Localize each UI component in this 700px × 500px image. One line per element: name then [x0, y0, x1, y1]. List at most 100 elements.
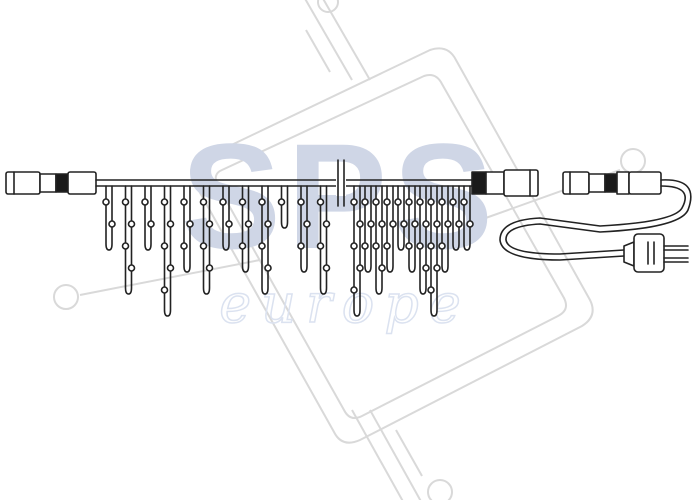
watermark-stamp: SPS europe [53, 0, 646, 500]
led-bulb [297, 242, 305, 250]
led-bulb [433, 264, 441, 272]
led-bulb [316, 198, 325, 206]
led-bulb [350, 242, 358, 250]
icicle-strand [449, 185, 463, 251]
led-bulb [405, 198, 413, 206]
icicle-strand [277, 185, 289, 229]
icicle-strand [383, 185, 397, 273]
led-bulb [356, 220, 364, 228]
led-bulb [205, 264, 214, 272]
icicle-strand [460, 185, 474, 251]
led-bulb [427, 242, 435, 250]
garland-diagram [5, 159, 692, 317]
led-bulb [350, 198, 358, 206]
led-bulb [416, 242, 424, 250]
left-end-connector [5, 171, 97, 195]
led-bulb [264, 220, 272, 228]
led-bulb [367, 220, 375, 228]
led-bulb [411, 220, 419, 228]
led-bulb [422, 220, 430, 228]
led-bulb [400, 220, 408, 228]
led-bulb [416, 198, 424, 206]
icicle-strand [438, 185, 452, 273]
led-bulb [166, 220, 175, 228]
right-female-connector [471, 169, 539, 197]
power-cord-connector [562, 171, 662, 195]
led-bulb [205, 220, 214, 228]
icicle-strand [427, 185, 441, 317]
led-bulb [438, 198, 446, 206]
icicle-strand [394, 185, 408, 251]
led-bulb [449, 198, 457, 206]
led-bulb [383, 198, 391, 206]
led-bulb [160, 286, 169, 294]
icicle-strand [238, 185, 253, 273]
icicle-strand [180, 185, 194, 273]
led-bulb [427, 286, 435, 294]
led-bulb [199, 242, 208, 250]
led-bulb [219, 198, 227, 206]
icicle-strand [258, 185, 272, 295]
led-bulb [127, 220, 136, 228]
icicle-strand [416, 185, 430, 295]
icicle-strand [102, 185, 116, 251]
icicle-strand [141, 185, 155, 251]
led-bulb [322, 264, 331, 272]
icicle-strands [102, 185, 474, 317]
led-bulb [372, 198, 380, 206]
led-bulb [108, 220, 116, 228]
icicle-strand [199, 185, 214, 295]
led-bulb [166, 264, 175, 272]
icicle-strand [219, 185, 233, 251]
icicle-strand [121, 185, 136, 295]
led-bulb [180, 198, 188, 206]
led-bulb [186, 220, 194, 228]
icicle-strand [350, 185, 364, 317]
led-bulb [389, 220, 397, 228]
led-bulb [361, 242, 369, 250]
led-bulb [297, 198, 305, 206]
led-bulb [121, 242, 130, 250]
power-cord [505, 179, 692, 255]
led-bulb [244, 220, 253, 228]
led-bulb [199, 198, 208, 206]
led-bulb [127, 264, 136, 272]
power-plug [623, 233, 689, 273]
led-bulb [422, 264, 430, 272]
led-bulb [258, 198, 266, 206]
led-bulb [160, 198, 169, 206]
led-bulb [356, 264, 364, 272]
led-bulb [455, 220, 463, 228]
icicle-strand [316, 185, 331, 295]
led-bulb [225, 220, 233, 228]
led-bulb [316, 242, 325, 250]
led-bulb [350, 286, 358, 294]
led-bulb [444, 220, 452, 228]
led-bulb [427, 198, 435, 206]
led-bulb [238, 242, 247, 250]
icicle-strand [160, 185, 175, 317]
icicle-strand [297, 185, 311, 273]
led-bulb [372, 242, 380, 250]
led-bulb [433, 220, 441, 228]
led-bulb [405, 242, 413, 250]
led-bulb [141, 198, 149, 206]
led-bulb [180, 242, 188, 250]
led-bulb [378, 220, 386, 228]
icicle-strand [405, 185, 419, 273]
led-bulb [438, 242, 446, 250]
led-bulb [460, 198, 468, 206]
led-bulb [361, 198, 369, 206]
led-bulb [303, 220, 311, 228]
led-bulb [160, 242, 169, 250]
led-bulb [102, 198, 110, 206]
led-bulb [394, 198, 402, 206]
watermark-subtitle: europe [219, 272, 471, 335]
led-bulb [147, 220, 155, 228]
led-bulb [277, 198, 286, 206]
led-bulb [238, 198, 247, 206]
wire-break-mark [336, 159, 346, 207]
icicle-strand [372, 185, 386, 295]
led-bulb [378, 264, 386, 272]
